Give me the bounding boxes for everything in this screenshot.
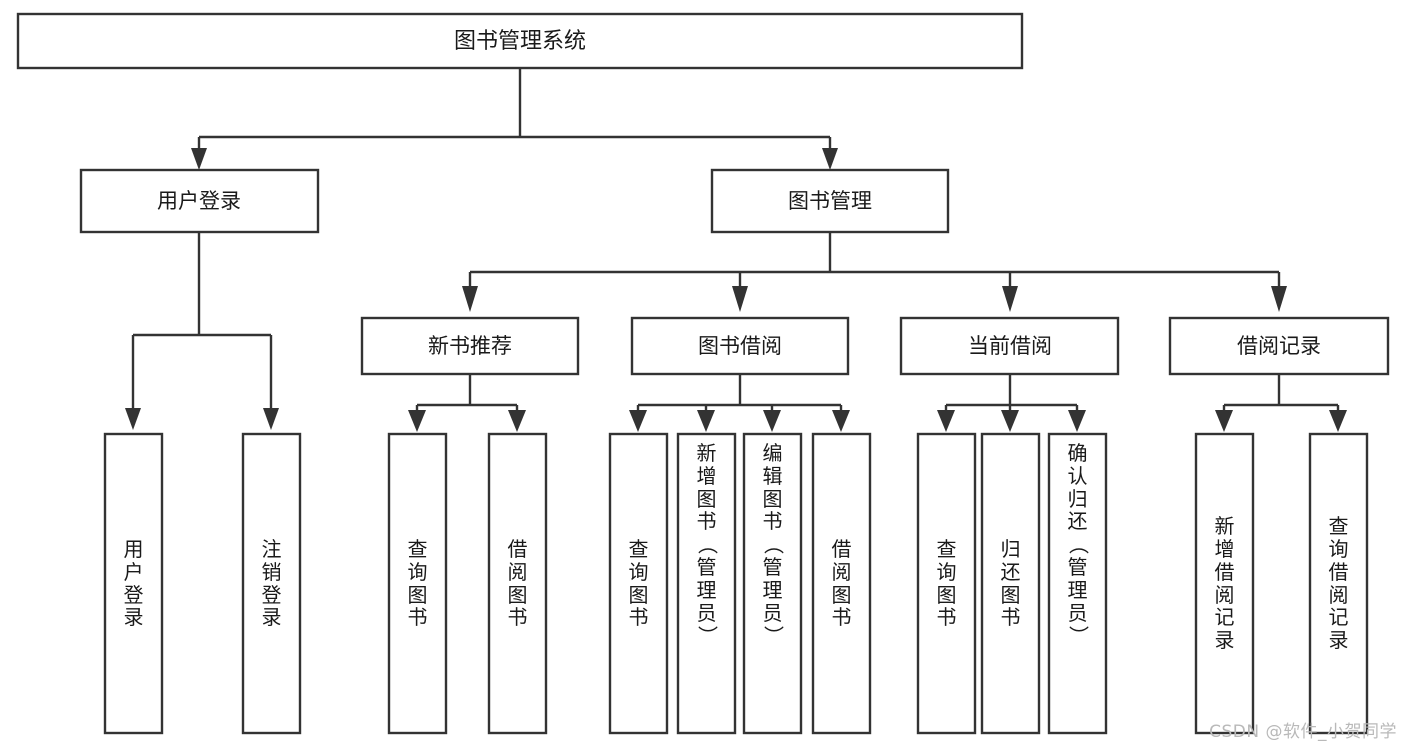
node-user-login-label: 用户登录 (157, 189, 241, 213)
node-borrow-record-box[interactable] (1168, 316, 1390, 376)
node-user-login-box[interactable] (79, 168, 320, 234)
node-book-manage[interactable]: 图书管理 (710, 168, 950, 234)
connector-bookmanage-to-level3 (462, 232, 1287, 312)
leaf-box-query-book-2[interactable] (608, 432, 669, 735)
connector-currentborrow-to-leaves (937, 374, 1086, 432)
node-current-borrow[interactable]: 当前借阅 (899, 316, 1120, 376)
leaf-box-add-record[interactable] (1194, 432, 1255, 735)
node-book-borrow-label: 图书借阅 (698, 334, 782, 358)
connector-bookborrow-to-leaves (629, 374, 850, 432)
node-borrow-record-label: 借阅记录 (1237, 334, 1321, 358)
node-root-label: 图书管理系统 (454, 29, 586, 54)
node-current-borrow-box[interactable] (899, 316, 1120, 376)
leaf-box-query-book-1[interactable] (387, 432, 448, 735)
node-new-book-recommend-label: 新书推荐 (428, 334, 512, 358)
leaf-box-user-logout[interactable] (241, 432, 302, 735)
node-new-book-recommend-box[interactable] (360, 316, 580, 376)
node-book-borrow-box[interactable] (630, 316, 850, 376)
watermark: CSDN @软件_小贺同学 (1209, 722, 1397, 742)
node-book-manage-box[interactable] (710, 168, 950, 234)
connector-borrowrecord-to-leaves (1215, 374, 1347, 432)
leaf-box-add-book[interactable] (676, 432, 737, 735)
leaf-box-edit-book[interactable] (742, 432, 803, 735)
leaf-box-borrow-book-2[interactable] (811, 432, 872, 735)
node-current-borrow-label: 当前借阅 (968, 334, 1052, 358)
node-new-book-recommend[interactable]: 新书推荐 (360, 316, 580, 376)
leaf-box-return-book[interactable] (980, 432, 1041, 735)
node-root[interactable]: 图书管理系统 (16, 12, 1024, 70)
node-book-borrow[interactable]: 图书借阅 (630, 316, 850, 376)
node-user-login[interactable]: 用户登录 (79, 168, 320, 234)
leaf-boxes (103, 432, 1369, 735)
leaf-box-confirm-return[interactable] (1047, 432, 1108, 735)
node-book-manage-label: 图书管理 (788, 189, 872, 213)
connector-newbook-to-leaves (408, 374, 526, 432)
leaf-box-query-book-3[interactable] (916, 432, 977, 735)
connector-userlogin-to-leaves (125, 232, 279, 430)
leaf-box-borrow-book-1[interactable] (487, 432, 548, 735)
leaf-box-user-login[interactable] (103, 432, 164, 735)
connector-root-to-level2 (191, 68, 838, 170)
node-root-box[interactable] (16, 12, 1024, 70)
leaf-box-query-record[interactable] (1308, 432, 1369, 735)
node-borrow-record[interactable]: 借阅记录 (1168, 316, 1390, 376)
